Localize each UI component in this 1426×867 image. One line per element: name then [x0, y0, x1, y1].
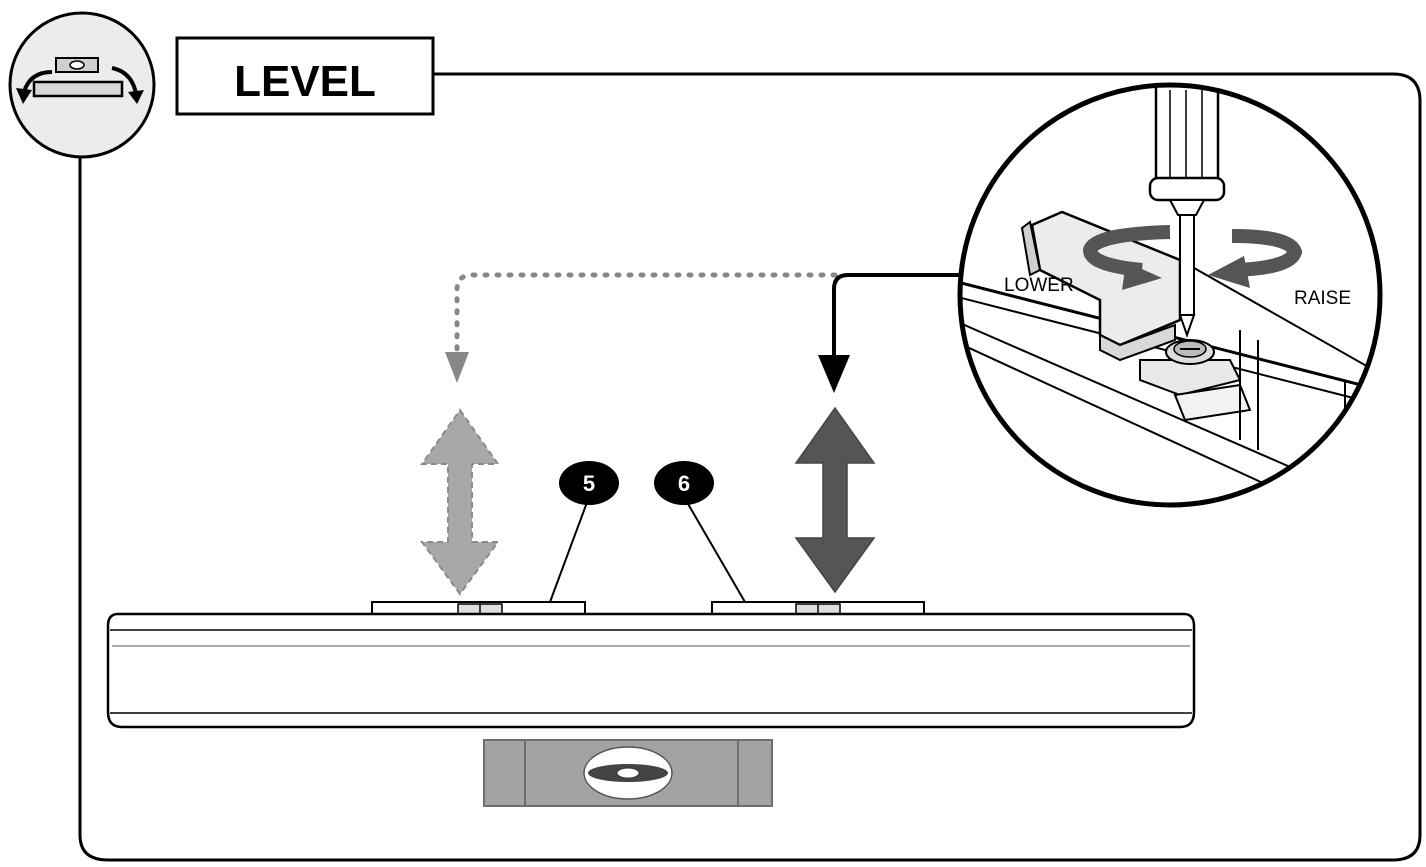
solid-connector: [832, 273, 962, 355]
screwdriver-icon: [1148, 85, 1226, 339]
callout-5-number: 5: [583, 471, 595, 496]
dotted-connector: [454, 272, 838, 355]
callout-6-number: 6: [678, 471, 690, 496]
device-bar: [106, 612, 1196, 729]
dotted-arrowhead: [445, 352, 469, 383]
lower-label: LOWER: [1004, 275, 1074, 296]
frame-border: [78, 72, 1422, 862]
bracket-left: [371, 601, 586, 615]
light-double-arrow: [420, 408, 500, 596]
callout-6-leader: [683, 496, 746, 603]
callout-6-badge: [654, 461, 714, 505]
raise-label: RAISE: [1294, 288, 1351, 309]
bubble-level-icon: [483, 739, 773, 807]
bracket-right: [711, 601, 925, 615]
dark-double-arrow: [794, 406, 876, 594]
callout-5-badge: [559, 461, 619, 505]
rotate-arrows-icon: [1082, 225, 1303, 290]
zoom-detail: LOWER RAISE: [957, 82, 1383, 508]
page-title: LEVEL: [234, 57, 376, 106]
solid-arrowhead: [818, 355, 850, 393]
level-adjust-icon: [8, 11, 156, 159]
callout-5-leader: [549, 496, 590, 603]
title-box: [175, 36, 435, 116]
